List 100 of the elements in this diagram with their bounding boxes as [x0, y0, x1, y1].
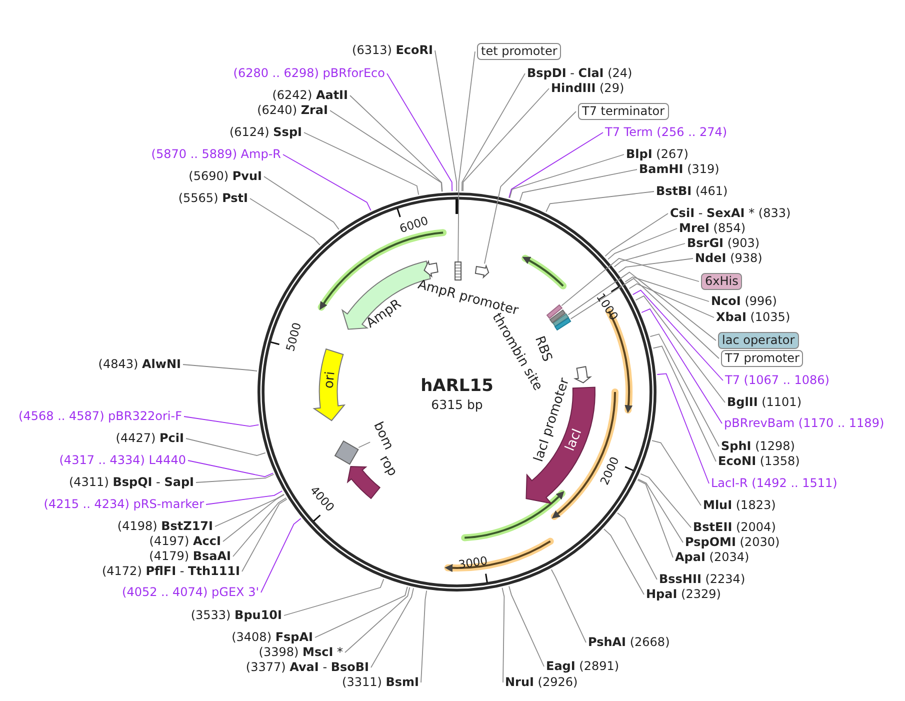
leader-line: [184, 416, 260, 427]
site-label: (3533) Bpu10I: [190, 608, 282, 623]
primer-label: T7 Term (256 .. 274): [605, 125, 728, 140]
tick-label: 6000: [398, 214, 430, 236]
site-label: (5690) PvuI: [188, 169, 262, 184]
site-label: PshAI (2668): [588, 635, 670, 650]
leader-line: [604, 213, 668, 257]
site-label: BamHI (319): [639, 162, 720, 177]
leader-line: [604, 528, 644, 595]
plasmid-size: 6315 bp: [431, 397, 483, 412]
leader-line: [358, 442, 371, 448]
site-label: (4179) BsaAI: [149, 549, 231, 564]
leader-line: [652, 346, 716, 462]
leader-line: [182, 364, 258, 372]
primer-label: (4568 .. 4587) pBR322ori-F: [18, 409, 182, 424]
bar-icon: [550, 310, 566, 322]
feature-tag: 6xHis: [701, 273, 742, 290]
leader-line: [462, 88, 550, 192]
bar-icon: [546, 305, 562, 318]
site-label: BspDI - ClaI (24): [527, 66, 632, 81]
gene-feature: rop: [340, 453, 400, 502]
site-label: BstEII (2004): [693, 520, 776, 535]
leader-line: [508, 132, 604, 198]
site-label: HpaI (2329): [646, 587, 721, 602]
site-label: (6313) EcoRI: [352, 43, 433, 58]
site-label: (6240) ZraI: [257, 103, 328, 118]
primer-label: T7 (1067 .. 1086): [725, 373, 830, 388]
site-label: (5565) PstI: [178, 191, 248, 206]
leader-line: [650, 334, 720, 447]
leader-line: [519, 169, 638, 202]
leader-line: [350, 95, 443, 192]
primer-label: (6280 .. 6298) pBRforEco: [233, 66, 385, 81]
bar-icon: [555, 318, 571, 330]
leader-line: [461, 73, 526, 192]
site-label: CsiI - SexAI* (833): [670, 206, 791, 221]
tick-label: 5000: [284, 322, 304, 354]
site-label: (4172) PflFI - Tth111I: [102, 564, 240, 579]
leader-line: [635, 295, 726, 403]
leader-line: [186, 438, 266, 456]
leader-line: [638, 478, 684, 543]
site-label: NruI (2926): [505, 675, 578, 690]
site-label: PspOMI (2030): [685, 535, 780, 550]
site-label: (3377) AvaI - BsoBI: [246, 660, 369, 675]
leader-line: [206, 490, 283, 505]
primer-label: LacI-R (1492 .. 1511): [711, 476, 838, 491]
primer-label: (4215 .. 4234) pRS-marker: [44, 497, 204, 512]
leader-line: [304, 132, 420, 196]
site-label: MluI (1823): [703, 498, 776, 513]
leader-line: [502, 587, 505, 683]
leader-line: [242, 498, 288, 572]
striped-block-icon: [455, 262, 462, 280]
leader-line: [458, 51, 476, 262]
leader-line: [386, 73, 453, 192]
site-label: NdeI (938): [695, 251, 762, 266]
plasmid-name: hARL15: [420, 376, 494, 396]
leader-line: [509, 154, 624, 198]
site-label: EagI (2891): [546, 659, 620, 674]
leader-line: [330, 110, 442, 192]
leader-line: [637, 480, 674, 558]
site-label: (4197) AccI: [149, 534, 221, 549]
site-label: EcoNI (1358): [718, 454, 800, 469]
feature-tag: T7 terminator: [578, 103, 669, 120]
leader-line: [264, 176, 340, 230]
site-label: (4843) AlwNI: [98, 357, 181, 372]
site-label: (3311) BsmI: [342, 675, 419, 690]
site-label: (6124) SspI: [229, 125, 302, 140]
leader-line: [641, 308, 722, 424]
leader-line: [214, 494, 284, 527]
leader-line: [628, 283, 714, 318]
primer-label: (5870 .. 5889) Amp-R: [151, 147, 281, 162]
leader-line: [282, 154, 372, 211]
leader-line: [196, 474, 274, 483]
site-label: (4427) PciI: [116, 431, 184, 446]
small-arrow-icon: [475, 264, 491, 278]
site-label: XbaI (1035): [716, 310, 790, 325]
site-label: (6242) AatII: [272, 88, 348, 103]
site-label: BglII (1101): [727, 395, 802, 410]
primer-label: (4317 .. 4334) L4440: [59, 453, 186, 468]
leader-line: [508, 586, 544, 667]
leader-line: [434, 50, 458, 192]
leader-line: [614, 243, 686, 268]
site-label: SphI (1298): [721, 439, 795, 454]
leader-line: [284, 578, 384, 616]
leader-line: [608, 228, 678, 260]
leader-line: [624, 276, 710, 302]
leader-line: [232, 497, 287, 557]
tick-label: 2000: [598, 455, 622, 488]
leader-line: [222, 494, 285, 542]
leader-line: [652, 440, 702, 506]
leader-line: [570, 278, 720, 359]
feature-tag: tet promoter: [477, 43, 562, 60]
leader-line: [188, 460, 274, 478]
leader-line: [618, 258, 694, 273]
site-label: (4198) BstZ17I: [117, 519, 213, 534]
leader-line: [656, 373, 710, 484]
site-label: (4311) BspQI - SapI: [68, 475, 194, 490]
feature-label: RBS: [532, 334, 554, 364]
leader-line: [370, 588, 414, 668]
primer-label: pBRrevBam (1170 .. 1189): [724, 416, 884, 431]
site-label: BssHII (2234): [659, 572, 746, 587]
